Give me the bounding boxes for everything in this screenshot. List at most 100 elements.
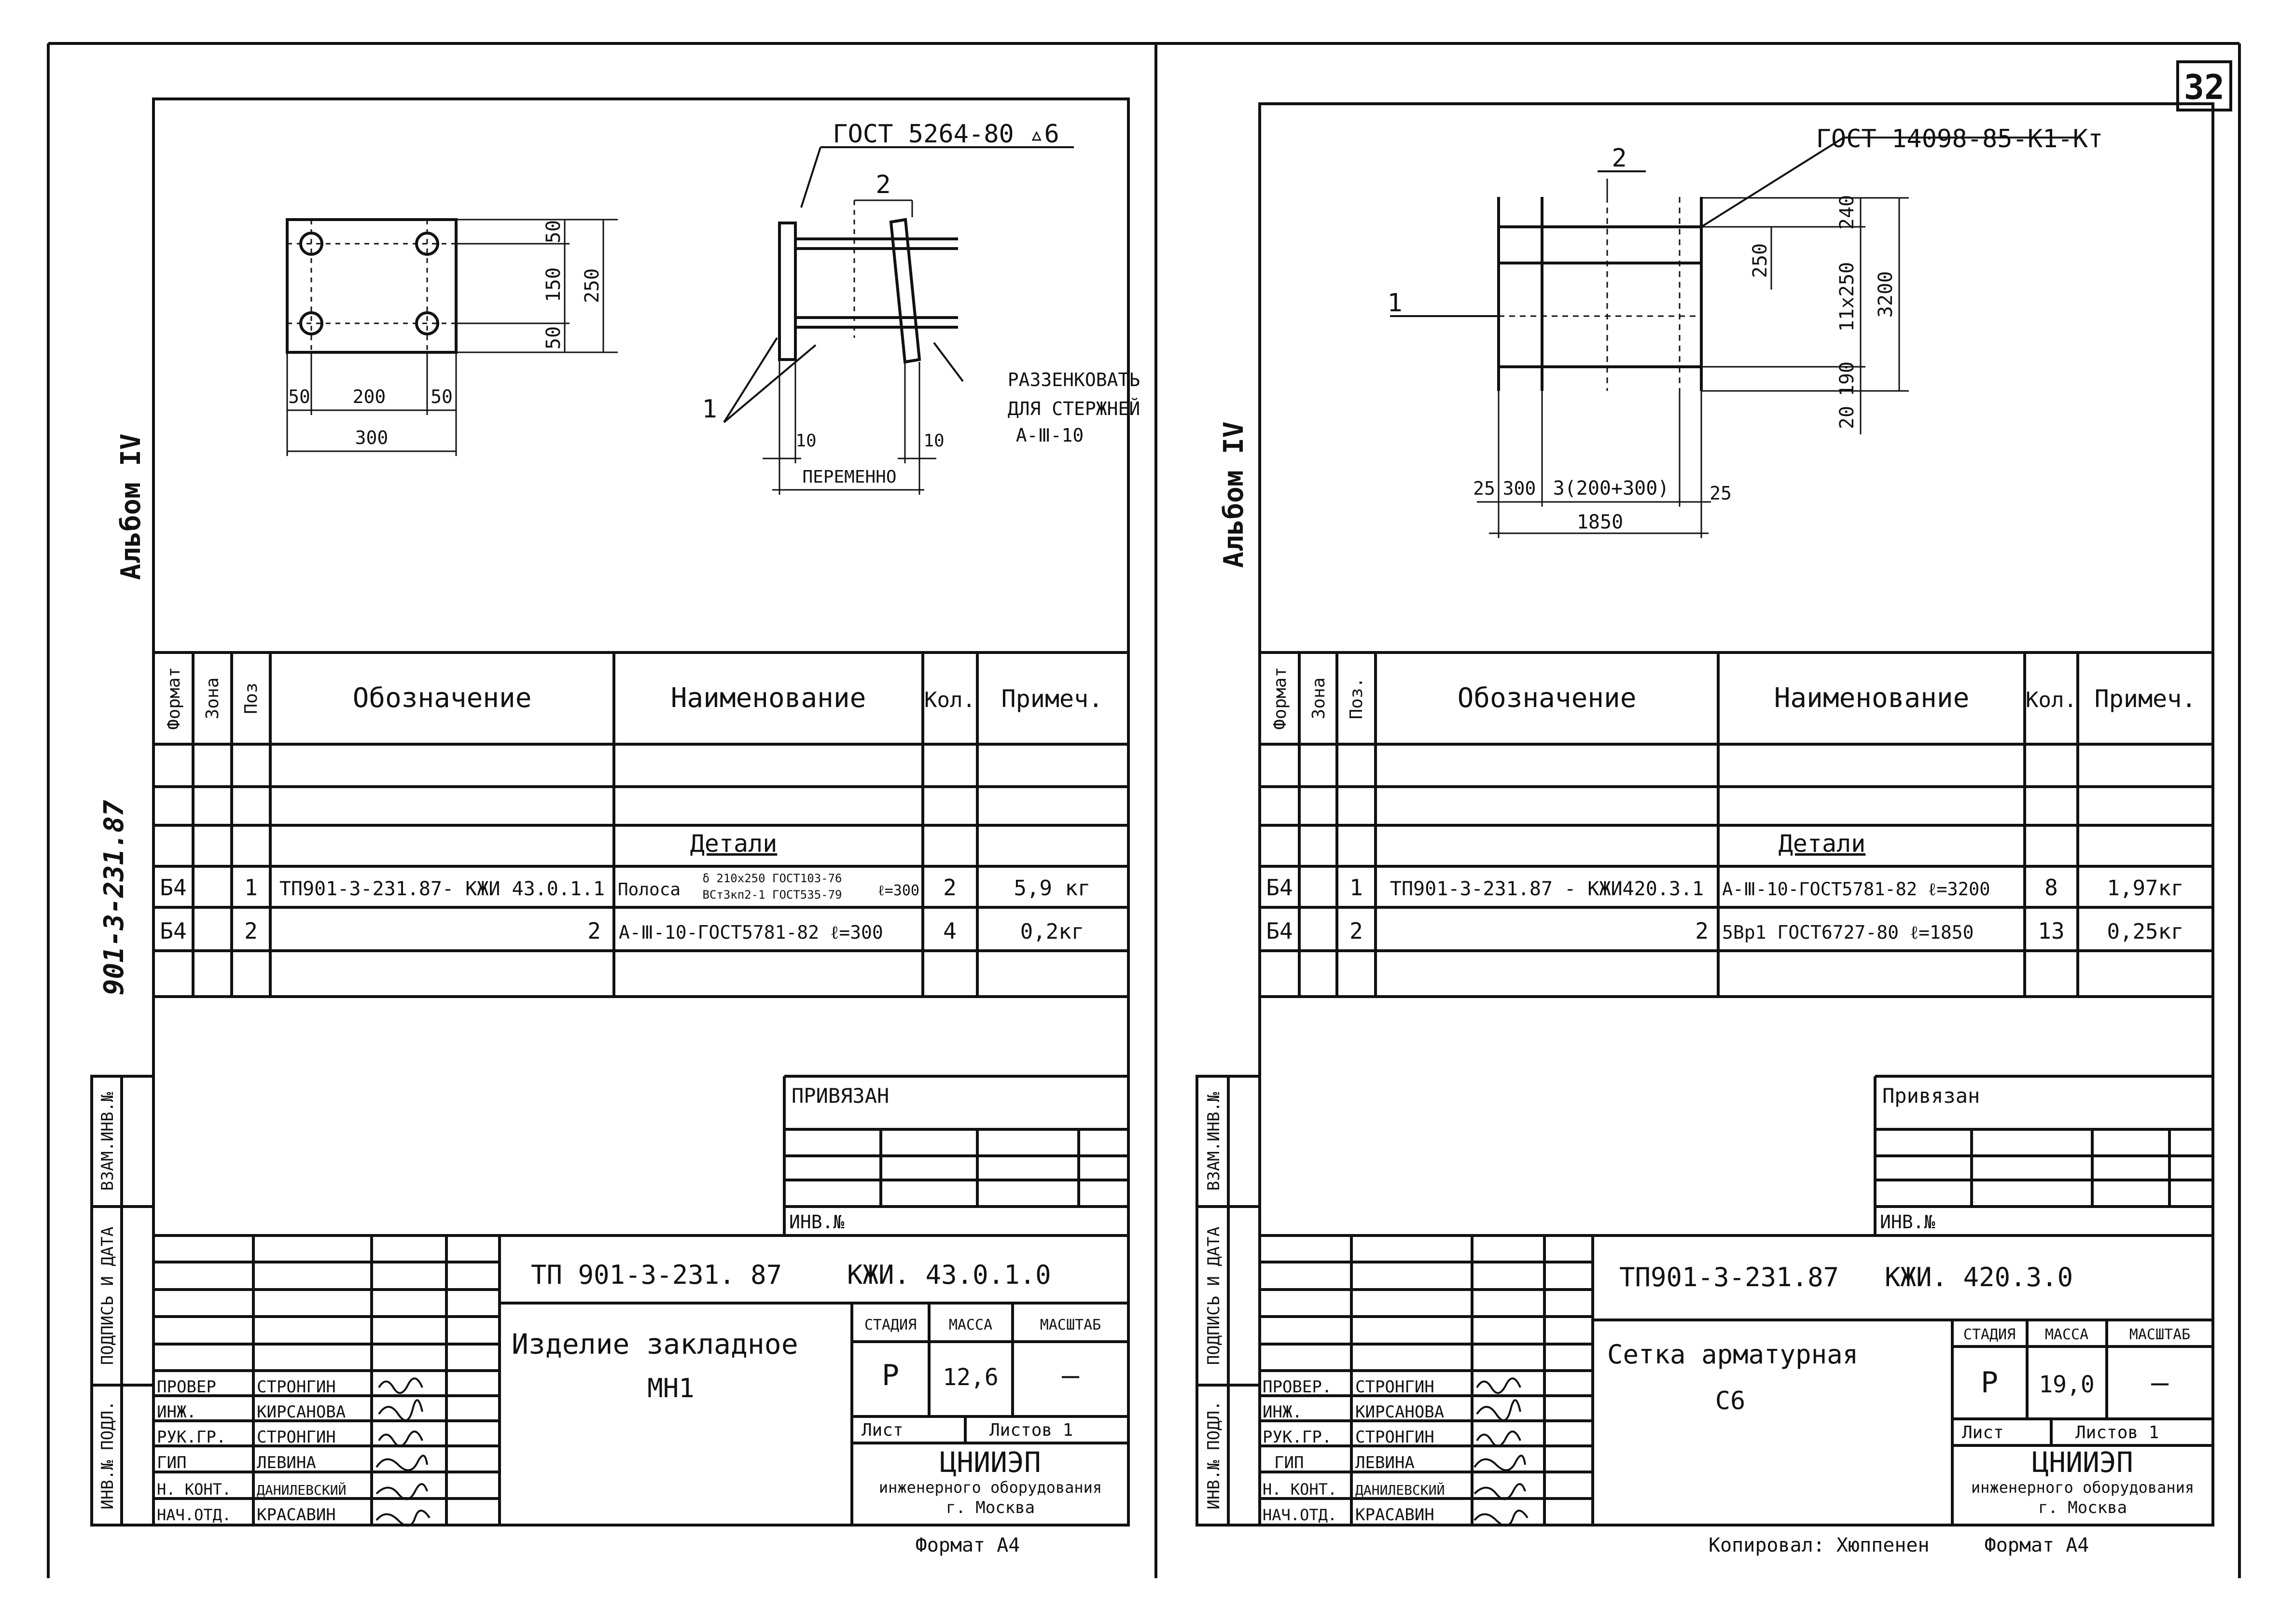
- right-margin-strip: ИНВ.№ ПОДЛ. ПОДПИСЬ И ДАТА ВЗАМ.ИНВ.№: [1204, 1092, 1223, 1509]
- hdr-zone: Зона: [203, 678, 222, 720]
- name-rukgr: СТРОНГИН: [257, 1428, 336, 1447]
- left-spec-table: Формат Зона Поз Обозначение Наименование…: [160, 667, 1103, 944]
- hdr-zone-r: Зона: [1309, 678, 1329, 720]
- name-gip: ЛЕВИНА: [257, 1453, 316, 1472]
- role-rukgr-r: РУК.ГР.: [1263, 1428, 1332, 1447]
- left-title-block: ПРИВЯЗАН ИНВ.№ ТП 901-3-231. 87 КЖИ. 43.…: [157, 1084, 1102, 1556]
- gost-weld-label-r: ГОСТ 14098-85-К1-Кт: [1816, 125, 2103, 153]
- left-margin-strip: ИНВ.№ ПОДЛ. ПОДПИСЬ И ДАТА ВЗАМ.ИНВ.№: [98, 1092, 117, 1509]
- section-title-r: Детали: [1779, 830, 1866, 858]
- name-gip-r: ЛЕВИНА: [1355, 1453, 1415, 1472]
- table-row: Б4 2 2 5Вр1 ГОСТ6727-80 ℓ=1850 13 0,25кг: [1266, 918, 2183, 944]
- row1-note-r: 1,97кг: [2107, 876, 2184, 901]
- org-city: г. Москва: [946, 1498, 1035, 1517]
- copied-by: Копировал: Хюппенен: [1709, 1534, 1930, 1556]
- margin-inv-podl-r: ИНВ.№ ПОДЛ.: [1204, 1401, 1223, 1509]
- privyazan-label-r: Привязан: [1882, 1084, 1980, 1108]
- role-ingener-r: ИНЖ.: [1263, 1402, 1302, 1422]
- mass-value-r: 19,0: [2039, 1371, 2095, 1398]
- sheet-label: Лист: [862, 1420, 904, 1440]
- mass-header-r: МАССА: [2045, 1326, 2088, 1343]
- margin-vzam: ВЗАМ.ИНВ.№: [98, 1092, 117, 1191]
- dim-25-r: 25: [1710, 483, 1732, 504]
- row2-pos-r: 2: [1349, 918, 1363, 944]
- row1-pos-r: 1: [1349, 874, 1363, 901]
- page-number: 32: [2184, 68, 2224, 107]
- note-line3: А-Ⅲ-10: [1016, 425, 1084, 446]
- dim-11x250: 11х250: [1836, 262, 1858, 332]
- row1-designation-r: ТП901-3-231.87 - КЖИ420.3.1: [1390, 878, 1704, 900]
- left-drawing: ГОСТ 5264-80 ▵6 2 1 50 150 50 250 50 200…: [288, 120, 1140, 487]
- section-title: Детали: [690, 830, 778, 858]
- dim-50-r: 50: [431, 386, 453, 407]
- mass-header: МАССА: [949, 1317, 992, 1333]
- role-nachotd-r: НАЧ.ОТД.: [1263, 1506, 1337, 1524]
- dim-3200: 3200: [1875, 271, 1897, 318]
- note-line2: ДЛЯ СТЕРЖНЕЙ: [1008, 398, 1140, 419]
- dim-300: 300: [355, 427, 389, 448]
- org-name: ЦНИИЭП: [940, 1446, 1041, 1479]
- pos2-label-r: 2: [1612, 144, 1627, 173]
- row2-qty-r: 13: [2038, 918, 2064, 944]
- right-spec-table: Формат Зона Поз. Обозначение Наименовани…: [1266, 667, 2196, 944]
- name-proverka: СТРОНГИН: [257, 1377, 336, 1397]
- name-nachotd-r: КРАСАВИН: [1355, 1505, 1434, 1525]
- row2-format-r: Б4: [1266, 918, 1293, 944]
- doc-code-r: ТП901-3-231.87: [1619, 1262, 1839, 1292]
- table-row: Б4 2 2 А-Ⅲ-10-ГОСТ5781-82 ℓ=300 4 0,2кг: [160, 918, 1084, 944]
- table-row: Б4 1 ТП901-3-231.87 - КЖИ420.3.1 А-Ⅲ-10-…: [1266, 874, 2183, 901]
- row1-note: 5,9 кг: [1014, 876, 1091, 901]
- row1-format-r: Б4: [1266, 874, 1293, 901]
- role-nkont: Н. КОНТ.: [157, 1480, 231, 1499]
- row1-name: Полоса: [618, 880, 681, 900]
- scale-value-r: –: [2151, 1366, 2169, 1400]
- stage-value: Р: [882, 1359, 899, 1392]
- right-title-block: Привязан ИНВ.№ ТП901-3-231.87 КЖИ. 420.3…: [1263, 1084, 2194, 1556]
- dim-10-l: 10: [795, 431, 816, 451]
- row2-note: 0,2кг: [1020, 919, 1084, 944]
- org-dept-r: инженерного оборудования: [1971, 1478, 2194, 1497]
- stage-header-r: СТАДИЯ: [1963, 1326, 2016, 1343]
- privyazan-label: ПРИВЯЗАН: [792, 1084, 889, 1108]
- item-mark: МН1: [647, 1373, 695, 1403]
- row2-pos: 2: [244, 918, 258, 944]
- hdr-pos: Поз: [241, 682, 261, 714]
- name-nachotd: КРАСАВИН: [257, 1505, 336, 1525]
- row1-qty-r: 8: [2044, 874, 2058, 901]
- dim-50-bot: 50: [542, 326, 565, 349]
- row2-designation: 2: [587, 918, 601, 944]
- doc-code-kzhi-r: КЖИ. 420.3.0: [1885, 1262, 2073, 1292]
- album-label-left: Альбом IV: [115, 433, 147, 580]
- right-drawing: ГОСТ 14098-85-К1-Кт 2 1 240 250 11х250 3…: [1387, 125, 2103, 533]
- dim-variable: ПЕРЕМЕННО: [802, 467, 896, 487]
- hdr-note: Примеч.: [1001, 685, 1103, 713]
- album-label-right: Альбом IV: [1218, 421, 1250, 568]
- item-title: Изделие закладное: [512, 1328, 798, 1360]
- hdr-designation-r: Обозначение: [1458, 682, 1637, 714]
- pos2-label: 2: [876, 170, 890, 199]
- dim-20: 20: [1836, 406, 1858, 429]
- scale-header-r: МАСШТАБ: [2129, 1326, 2190, 1343]
- pos1-label-r: 1: [1387, 289, 1402, 318]
- item-mark-r: С6: [1715, 1387, 1746, 1416]
- row1-name-num: δ 210х250 ГОСТ103-76: [703, 872, 842, 885]
- name-proverka-r: СТРОНГИН: [1355, 1377, 1434, 1397]
- dim-50-top: 50: [542, 220, 565, 243]
- item-title-r: Сетка арматурная: [1607, 1339, 1858, 1370]
- margin-podpis-r: ПОДПИСЬ И ДАТА: [1204, 1227, 1223, 1365]
- row2-note-r: 0,25кг: [2107, 919, 2184, 944]
- dim-10-r: 10: [923, 431, 944, 451]
- hdr-format-r: Формат: [1270, 667, 1290, 730]
- row2-designation-r: 2: [1695, 918, 1709, 944]
- hdr-pos-r: Поз.: [1347, 678, 1366, 720]
- dim-190: 190: [1836, 361, 1858, 396]
- stage-header: СТАДИЯ: [864, 1317, 917, 1333]
- name-rukgr-r: СТРОНГИН: [1355, 1428, 1434, 1447]
- inv-no-label: ИНВ.№: [789, 1211, 845, 1233]
- row1-qty: 2: [943, 874, 957, 901]
- role-nachotd: НАЧ.ОТД.: [157, 1506, 231, 1524]
- dim-50-l: 50: [288, 386, 310, 407]
- sheets-label: Листов 1: [989, 1420, 1073, 1440]
- scale-header: МАСШТАБ: [1040, 1317, 1101, 1333]
